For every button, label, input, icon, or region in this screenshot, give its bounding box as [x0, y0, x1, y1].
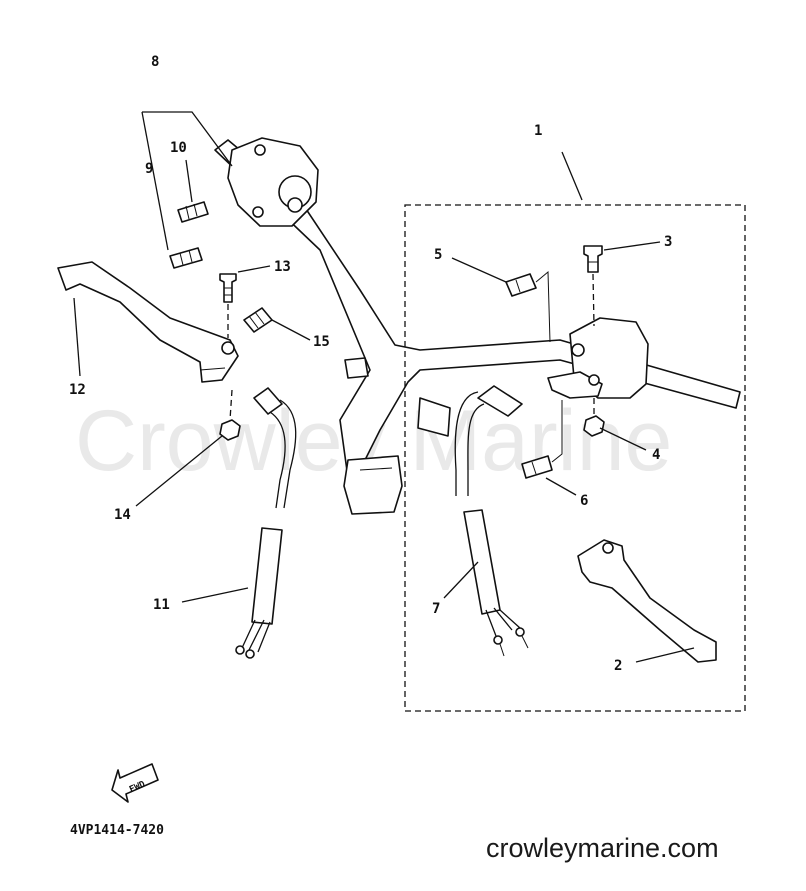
screw-13: [219, 273, 237, 303]
right-switch-housing: [547, 317, 649, 399]
diagram-code: 4VP1414-7420: [70, 823, 164, 838]
callout-labels: 1 2 3 4 5 6 7 8 9 10 11 12 13 14 15: [69, 54, 672, 674]
right-lever: [577, 539, 717, 663]
screw-9: [169, 247, 203, 269]
assembly-1-box: [404, 204, 746, 712]
callout-12: 12: [69, 382, 86, 398]
right-cable-switch: [454, 385, 529, 657]
callout-9: 9: [145, 161, 153, 177]
nut-14: [219, 419, 241, 441]
callout-13: 13: [274, 259, 291, 275]
callout-8: 8: [151, 54, 159, 70]
left-lever: [57, 261, 239, 383]
callout-5: 5: [434, 247, 442, 263]
callout-1: 1: [534, 123, 542, 139]
left-cable-switch: [235, 387, 297, 659]
fwd-arrow: FWD: [111, 763, 159, 803]
screw-6: [521, 455, 553, 479]
left-switch-housing: [227, 137, 319, 227]
callout-2: 2: [614, 658, 622, 674]
callout-14: 14: [114, 507, 131, 523]
leader-lines: [73, 111, 695, 663]
callout-7: 7: [432, 601, 440, 617]
callout-3: 3: [664, 234, 672, 250]
screw-5: [505, 273, 537, 297]
callout-6: 6: [580, 493, 588, 509]
spring-15: [243, 307, 273, 333]
screw-3: [583, 245, 603, 273]
site-url: crowleymarine.com: [486, 833, 719, 863]
callout-10: 10: [170, 140, 187, 156]
screw-10: [177, 201, 209, 223]
callout-11: 11: [153, 597, 170, 613]
callout-4: 4: [652, 447, 660, 463]
callout-15: 15: [313, 334, 330, 350]
nut-4: [583, 415, 605, 437]
